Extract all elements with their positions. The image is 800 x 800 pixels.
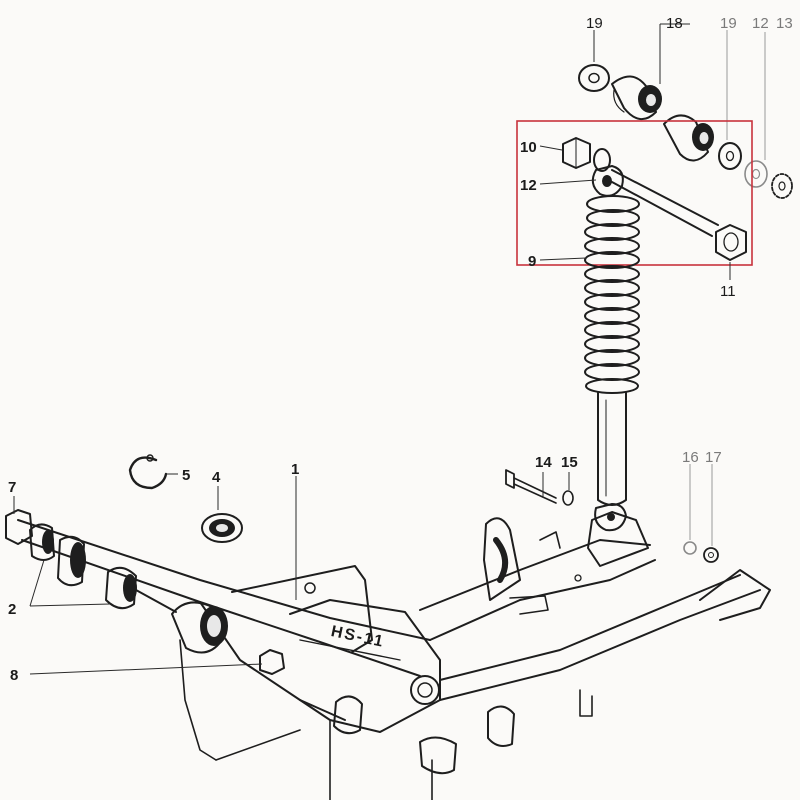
washer-19-left (578, 64, 610, 92)
callout-17: 17 (705, 449, 722, 466)
spacer-18 (611, 75, 662, 120)
pivot-bolt-7 (5, 509, 33, 545)
shock-spring (584, 195, 640, 394)
callout-2: 2 (8, 601, 16, 618)
callout-9: 9 (528, 253, 536, 270)
loose-bushings-bottom (333, 695, 515, 775)
bearing-8-assembly (135, 589, 285, 675)
shock-absorber (584, 195, 640, 532)
callout-19-left: 19 (586, 15, 603, 32)
callout-12-top: 12 (752, 15, 769, 32)
callout-19-right: 19 (720, 15, 737, 32)
callout-7: 7 (8, 479, 16, 496)
callout-8: 8 (10, 667, 18, 684)
washer-13 (744, 160, 768, 188)
washer-12-right (718, 142, 742, 170)
callout-14: 14 (535, 454, 552, 471)
washer-15 (562, 490, 574, 506)
spacer-19 (663, 114, 714, 162)
callout-5: 5 (182, 467, 190, 484)
top-bushing-stack (578, 64, 793, 199)
mounting-bolt (562, 137, 747, 261)
callout-13: 13 (776, 15, 793, 32)
bushings-2 (29, 523, 137, 610)
callout-12-eye: 12 (520, 177, 537, 194)
callout-15: 15 (561, 454, 578, 471)
bearing-4 (201, 513, 243, 543)
callout-11: 11 (720, 283, 736, 300)
nut-17 (703, 547, 719, 563)
circlip-5 (128, 454, 168, 490)
callout-18: 18 (666, 15, 683, 32)
frame-stamp: HS-11 (329, 623, 386, 651)
callout-1: 1 (291, 461, 299, 478)
bolt-14 (505, 469, 557, 504)
star-washer (771, 173, 793, 199)
callout-16: 16 (682, 449, 699, 466)
frame: HS-11 (17, 511, 771, 800)
nut-16 (683, 541, 697, 555)
callout-4: 4 (212, 469, 221, 486)
callout-10: 10 (520, 139, 537, 156)
